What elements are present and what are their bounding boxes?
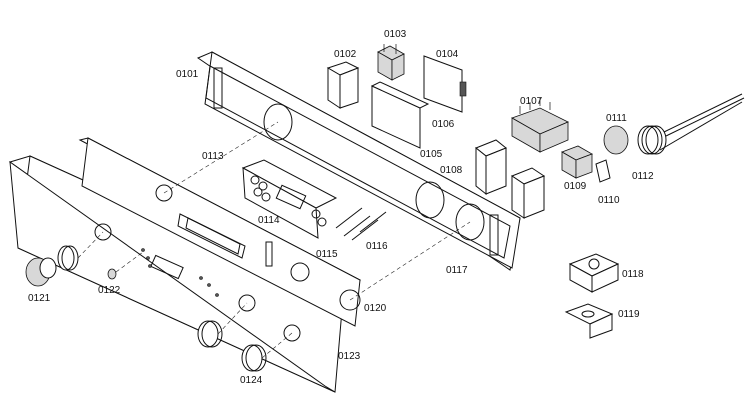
callout-0121: 0121: [28, 293, 51, 304]
callout-0101: 0101: [176, 69, 199, 80]
callout-0123: 0123: [338, 351, 361, 362]
main-frame-0101: [196, 51, 521, 271]
screws-0115-0116: [335, 207, 387, 241]
callout-0113: 0113: [202, 151, 224, 162]
callout-0124: 0124: [240, 375, 263, 386]
callout-0108: 0108: [440, 165, 463, 176]
callout-0105: 0105: [420, 149, 443, 160]
display-board-0113: [241, 159, 338, 239]
callout-0102: 0102: [334, 49, 357, 60]
callout-0107: 0107: [520, 96, 543, 107]
callout-0119: 0119: [618, 309, 640, 320]
callout-0118: 0118: [622, 269, 644, 280]
selector-switch-0107: [511, 98, 569, 153]
plate-0105: [370, 81, 430, 149]
callout-0106: 0106: [432, 119, 455, 130]
bracket-0108: [475, 139, 507, 196]
module-0118: [568, 253, 620, 293]
bracket-0102: [326, 61, 360, 109]
callout-0114: 0114: [258, 215, 280, 226]
clip-0110: [595, 159, 611, 183]
callout-0109: 0109: [564, 181, 587, 192]
pcb-0104: [423, 55, 467, 113]
callout-0122: 0122: [98, 285, 121, 296]
knob-0121: [25, 257, 57, 287]
gasket-0119: [564, 303, 614, 339]
callout-0117: 0117: [446, 265, 468, 276]
rings-0124: [197, 320, 267, 372]
button-0122: [107, 268, 117, 280]
callout-0110: 0110: [598, 195, 620, 206]
callout-0111: 0111: [606, 113, 627, 124]
callout-0115: 0115: [316, 249, 338, 260]
thermostat-0109: [561, 145, 593, 179]
front-panel-0123: [8, 155, 344, 393]
callout-0104: 0104: [436, 49, 459, 60]
thermostat-0111: [603, 93, 745, 155]
callout-0116: 0116: [366, 241, 388, 252]
middle-panel-0120: [78, 137, 362, 327]
callout-0103: 0103: [384, 29, 407, 40]
switch-0103: [377, 44, 405, 81]
assembly-lines: [77, 121, 471, 359]
bracket-right: [510, 167, 546, 219]
callout-0112: 0112: [632, 171, 654, 182]
callout-0120: 0120: [364, 303, 387, 314]
